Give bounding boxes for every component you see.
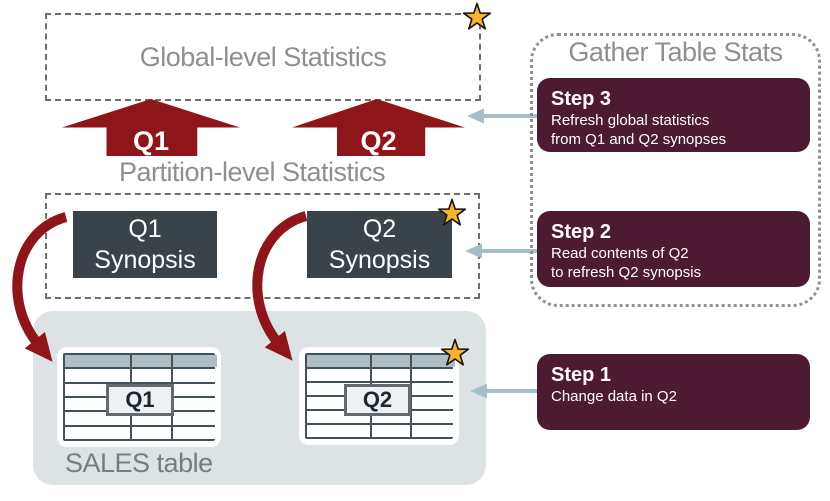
- q2-partition-tag: Q2: [344, 384, 411, 416]
- q1-up-arrow-label: Q1: [132, 126, 170, 156]
- global-statistics-box: Global-level Statistics: [45, 13, 481, 101]
- q1-synopsis-line2: Synopsis: [94, 245, 196, 274]
- step3-box: Step 3 Refresh global statistics from Q1…: [537, 78, 810, 152]
- step1-title: Step 1: [551, 364, 612, 386]
- step1-line1: Change data in Q2: [551, 388, 677, 405]
- q2-up-arrow: Q2: [292, 99, 465, 156]
- star-icon: [440, 338, 470, 366]
- partition-statistics-label: Partition-level Statistics: [118, 157, 386, 187]
- step2-line1: Read contents of Q2: [551, 245, 689, 262]
- step1-box: Step 1 Change data in Q2: [537, 354, 810, 430]
- q2-up-arrow-label: Q2: [360, 126, 397, 156]
- q2-synopsis-line1: Q2: [362, 214, 397, 243]
- gather-table-stats-title: Gather Table Stats: [568, 37, 783, 67]
- q2-synopsis-box: Q2 Synopsis: [307, 211, 452, 278]
- star-icon: [462, 2, 492, 30]
- step3-title: Step 3: [551, 88, 612, 110]
- q1-synopsis-line1: Q1: [128, 214, 162, 243]
- step2-box: Step 2 Read contents of Q2 to refresh Q2…: [537, 211, 810, 287]
- step2-line2: to refresh Q2 synopsis: [551, 264, 702, 281]
- step3-line2: from Q1 and Q2 synopses: [551, 131, 727, 148]
- step3-line1: Refresh global statistics: [551, 112, 710, 129]
- q1-synopsis-box: Q1 Synopsis: [73, 211, 217, 278]
- q1-up-arrow: Q1: [62, 99, 240, 156]
- gather-table-stats-panel: [530, 33, 821, 307]
- step2-title: Step 2: [551, 221, 612, 243]
- q1-partition-tag: Q1: [106, 384, 174, 416]
- global-statistics-label: Global-level Statistics: [139, 41, 387, 72]
- star-icon: [437, 198, 467, 226]
- q2-synopsis-line2: Synopsis: [328, 245, 431, 274]
- sales-table-caption: SALES table: [65, 448, 213, 478]
